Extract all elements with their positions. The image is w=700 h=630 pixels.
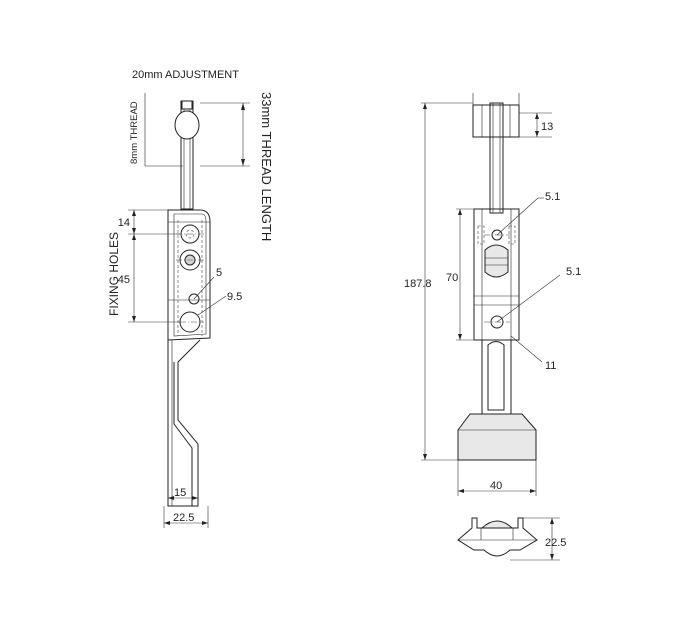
side-dim-14: 14: [118, 217, 130, 229]
front-dim-5-1-lower: 5.1: [566, 266, 581, 278]
rubber-foot-front: [457, 413, 537, 461]
side-dim-9-5: 9.5: [227, 291, 242, 303]
front-dim-13: 13: [541, 121, 553, 133]
front-dim-5-1-upper: 5.1: [545, 191, 560, 203]
front-dim-40: 40: [490, 480, 502, 492]
thread-label: 8mm THREAD: [129, 101, 140, 164]
foot-lever-side: [167, 339, 201, 507]
bracket-side: [167, 209, 211, 341]
front-dim-11: 11: [545, 360, 556, 372]
top-clamp: [472, 93, 520, 138]
side-view: 20mm ADJUSTMENT 8mm THREAD 33mm THREAD L…: [107, 69, 274, 528]
thread-length-label: 33mm THREAD LENGTH: [259, 92, 274, 241]
side-dim-22-5: 22.5: [173, 512, 194, 524]
side-dim-45: 45: [118, 274, 130, 286]
front-stem: [481, 339, 519, 415]
front-rod: [489, 102, 504, 214]
plan-dim-22-5: 22.5: [545, 537, 566, 549]
side-dim-15: 15: [174, 487, 186, 499]
fixing-holes-label: FIXING HOLES: [107, 232, 121, 316]
side-dim-5: 5: [216, 267, 222, 279]
front-dim-70: 70: [446, 272, 458, 284]
front-view: 13: [404, 93, 581, 496]
bracket-front: [473, 208, 520, 341]
plan-view: 22.5: [457, 517, 566, 561]
threaded-rod: [174, 100, 200, 210]
adjustment-label: 20mm ADJUSTMENT: [132, 69, 239, 81]
front-dim-187-8: 187.8: [404, 278, 432, 290]
